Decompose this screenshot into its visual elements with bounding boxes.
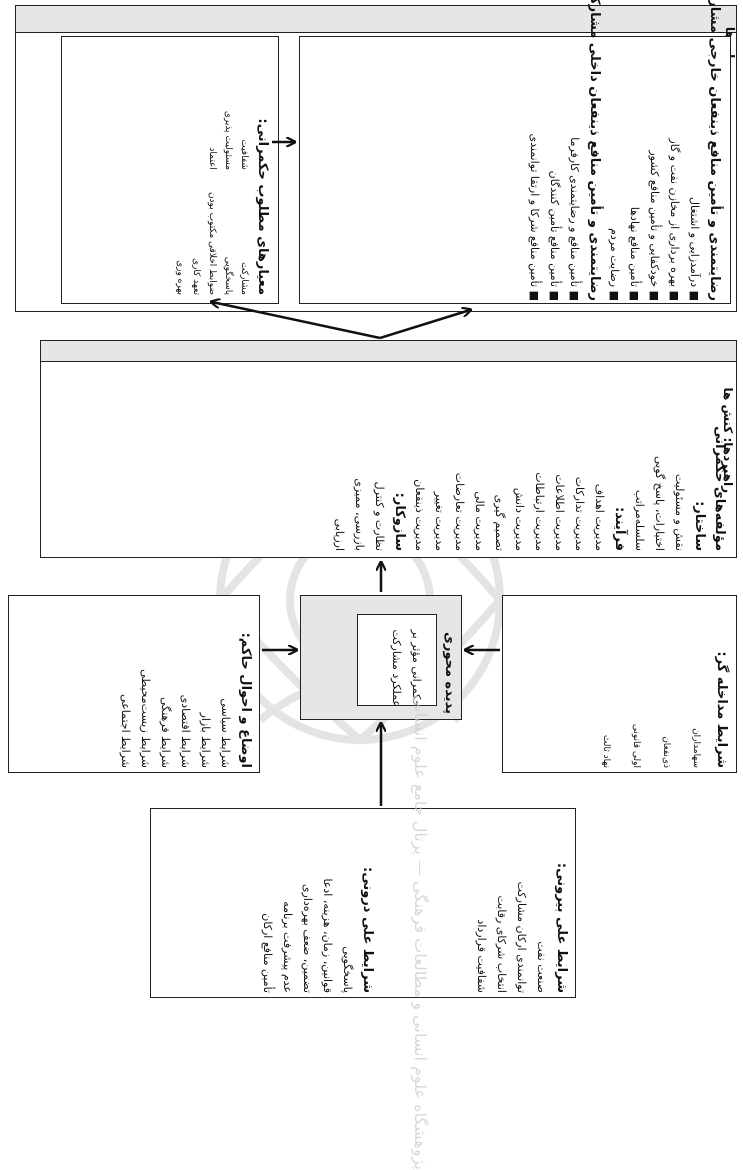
arrow-strategy-to-criteria: [212, 302, 381, 340]
criteria-box: معیارهای مطلوب حکمرانی: مشارکت پاسخگویی …: [61, 36, 279, 304]
arrow-strategy-to-stakeholders: [379, 310, 470, 340]
core-phenomenon-box: پدیده محوری حکمرانی مؤثر بر عملکرد مشارک…: [300, 595, 462, 720]
strategies-panel: راهبردها: کنش ها مؤلفه‌های حکمرانی ساختا…: [40, 340, 737, 558]
intervening-box: شرایط مداخله گر: سهامداران ذی‌نفعان اولی…: [502, 595, 737, 773]
stakeholders-box: رضایتمندی و تأمین منافع ذینفعان خارجی مش…: [299, 0, 731, 304]
causal-box: شرایط علی بیرونی: صنعت نفت توانمندی ارکا…: [150, 808, 576, 998]
outcomes-panel: پیامدها رضایتمندی و تأمین منافع ذینفعان …: [15, 0, 737, 312]
outcomes-title-strip: [16, 6, 736, 33]
watermark-text: پژوهشگاه علوم انسانی و مطالعات فرهنگی — …: [411, 694, 430, 1170]
core-inner-box: حکمرانی مؤثر بر عملکرد مشارکت: [357, 614, 437, 707]
connector-arrows: [0, 0, 500, 806]
context-box: اوضاع و احوال حاکم: شرایط سیاسی شرایط با…: [8, 595, 260, 773]
strategies-title-strip: [41, 341, 736, 362]
